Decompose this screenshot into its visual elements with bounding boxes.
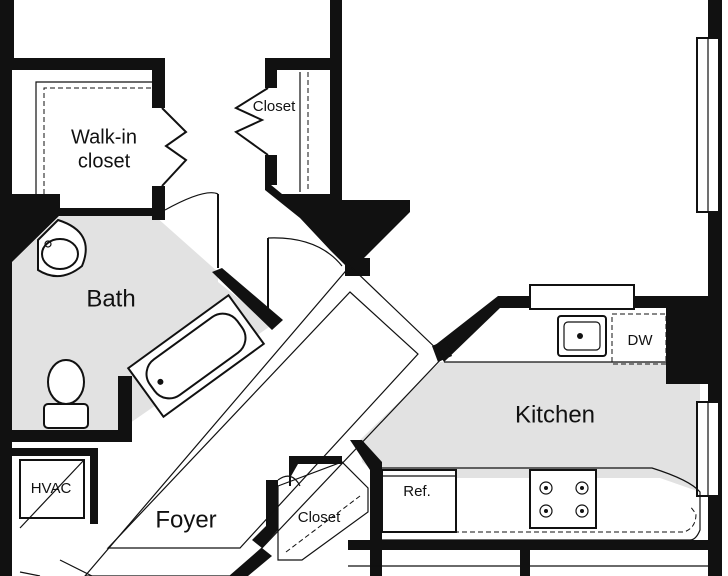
door-swing-arc bbox=[164, 192, 219, 211]
refrigerator bbox=[381, 469, 457, 533]
wall-segment bbox=[265, 58, 341, 70]
wall-segment bbox=[345, 258, 370, 276]
wall-segment bbox=[212, 268, 283, 330]
wall-segment bbox=[90, 448, 98, 524]
wall-segment bbox=[0, 215, 60, 262]
wall-segment bbox=[12, 448, 98, 456]
foyer-hall bbox=[84, 265, 445, 576]
wall-segment bbox=[0, 58, 165, 70]
wall-segment bbox=[265, 58, 277, 88]
toilet-bowl-icon bbox=[47, 359, 85, 405]
wall-segment bbox=[230, 548, 272, 576]
counter-overhang bbox=[382, 505, 697, 533]
dishwasher-label: DW bbox=[628, 332, 654, 349]
foyer-label: Foyer bbox=[155, 506, 216, 533]
closet-lower-label: Closet bbox=[298, 509, 341, 526]
toilet-tank bbox=[43, 403, 89, 429]
door-swing-arc bbox=[267, 237, 343, 267]
hall-divider bbox=[59, 559, 93, 576]
stove-burners-icon bbox=[539, 481, 589, 518]
wall-segment bbox=[350, 440, 382, 576]
walk-in-closet-label-line2: closet bbox=[78, 150, 131, 172]
wall-segment bbox=[666, 296, 708, 384]
wall-segment bbox=[60, 208, 165, 216]
closet-upper-label: Closet bbox=[253, 98, 296, 115]
closet-shelf bbox=[43, 87, 152, 194]
wall-segment bbox=[434, 296, 530, 362]
bathtub-basin bbox=[145, 312, 247, 400]
wall-segment bbox=[265, 155, 277, 185]
bath-label: Bath bbox=[86, 285, 135, 312]
wall-segment bbox=[330, 0, 342, 200]
wall-segment bbox=[0, 0, 14, 62]
dishwasher bbox=[611, 313, 667, 365]
bifold-door bbox=[161, 107, 188, 187]
wall-segment bbox=[0, 194, 60, 216]
wall-segment bbox=[118, 376, 132, 434]
wall-segment bbox=[290, 456, 342, 478]
wall-segment bbox=[252, 480, 278, 548]
refrigerator-label: Ref. bbox=[403, 483, 431, 500]
hvac-diagonal bbox=[19, 459, 85, 529]
wall-segment bbox=[520, 540, 530, 576]
bifold-door bbox=[233, 87, 269, 156]
kitchen-floor bbox=[360, 362, 700, 492]
wall-segment bbox=[0, 0, 12, 576]
faucet-icon bbox=[44, 240, 52, 248]
wall-segment bbox=[265, 180, 410, 266]
hall-divider bbox=[19, 571, 41, 576]
drain-icon bbox=[157, 378, 164, 385]
closet-outline bbox=[277, 461, 369, 561]
lower-counter bbox=[382, 467, 701, 541]
closet-shelf bbox=[35, 81, 152, 194]
wall-segment bbox=[0, 430, 132, 442]
wall-segment bbox=[152, 58, 165, 108]
foyer-hall-inner bbox=[106, 291, 419, 549]
kitchen-sink-basin bbox=[563, 321, 601, 351]
kitchen-label: Kitchen bbox=[515, 401, 595, 428]
sink-bowl-icon bbox=[41, 238, 79, 270]
hvac-label: HVAC bbox=[31, 480, 72, 497]
wall-segment bbox=[432, 340, 452, 362]
range-hood bbox=[529, 284, 635, 310]
hvac-unit bbox=[19, 459, 85, 519]
walk-in-closet-label-line1: Walk-in bbox=[71, 126, 137, 148]
stove-range bbox=[529, 469, 597, 529]
drain-icon bbox=[577, 333, 583, 339]
